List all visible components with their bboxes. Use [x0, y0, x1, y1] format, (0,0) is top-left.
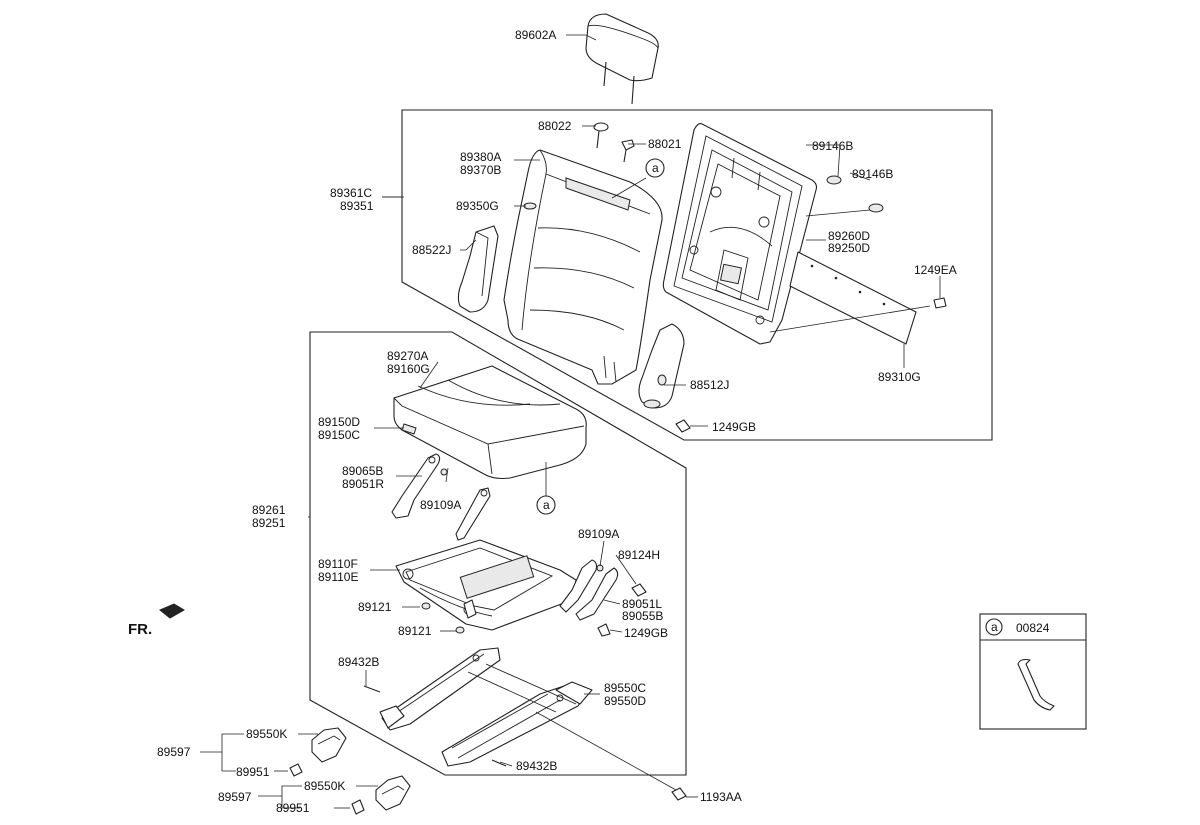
headrest-part — [585, 13, 659, 105]
label-link-right-2: 89055B — [622, 609, 663, 623]
label-track-bolt: 1193AA — [700, 790, 742, 804]
label-back-pad: 89350G — [456, 199, 499, 213]
label-leg-1: 89550K — [246, 727, 287, 741]
label-track-1: 89550C — [604, 681, 646, 695]
label-back-frame-1: 89260D — [828, 229, 870, 243]
label-guide-1: 88022 — [538, 119, 572, 133]
label-cushion-pad-2: 89150C — [318, 428, 360, 442]
label-back-frame-outer-2: 89351 — [340, 199, 374, 213]
label-rivet-2: 89432B — [516, 759, 557, 773]
label-cushion-frame-2: 89110E — [318, 570, 358, 584]
label-cushion-cover-1: 89270A — [387, 349, 428, 363]
ref-circle-label-3: a — [991, 620, 998, 634]
label-leg-2: 89550K — [304, 779, 345, 793]
label-bushing: 89124H — [618, 548, 660, 562]
label-back-frame-outer-1: 89361C — [330, 186, 372, 200]
leader-lines — [200, 34, 941, 809]
label-cushion-assy-2: 89251 — [252, 516, 286, 530]
leg-parts — [289, 727, 411, 815]
label-frame-bolt: 1249GB — [624, 626, 668, 640]
label-back-side-cover-left: 88522J — [412, 243, 451, 257]
label-cushion-cover-2: 89160G — [387, 362, 430, 376]
seatback-frame-part — [662, 123, 818, 345]
seatback-group-frame — [401, 109, 993, 441]
link-right-part — [559, 559, 619, 621]
label-headrest: 89602A — [515, 28, 556, 42]
label-cap-2: 89951 — [276, 801, 310, 815]
ref-circles — [536, 158, 1003, 636]
label-back-cover-2: 89370B — [460, 163, 501, 177]
label-inset-part: 00824 — [1016, 621, 1050, 635]
back-wire-parts — [826, 175, 884, 213]
ref-circle-label-2: a — [543, 498, 550, 512]
label-washer-1: 89121 — [358, 600, 392, 614]
inset-frame — [979, 613, 1087, 730]
label-back-bolt: 1249EA — [914, 263, 957, 277]
label-cushion-pad-1: 89150D — [318, 415, 360, 429]
cushion-frame-part — [395, 539, 577, 631]
small-fastener-parts — [421, 583, 647, 637]
side-cover-right-part — [638, 323, 685, 409]
label-cushion-frame-1: 89110F — [318, 557, 358, 571]
label-back-wire-2: 89146B — [852, 167, 893, 181]
label-pin-left: 89109A — [420, 498, 461, 512]
back-cover-bolt-part — [675, 419, 691, 433]
label-pin-right: 89109A — [578, 527, 619, 541]
label-back-frame-2: 89250D — [828, 241, 870, 255]
side-cover-left-part — [457, 225, 499, 313]
label-leg-group-1: 89597 — [157, 745, 191, 759]
seatback-cushion-part — [503, 149, 663, 385]
inset-clip-part — [1017, 658, 1055, 711]
label-front-marker: FR. — [128, 621, 152, 638]
label-washer-2: 89121 — [398, 624, 432, 638]
callout-labels: 89602A 88022 88021 89380A 89370B 89361C … — [128, 28, 1050, 815]
back-bolt-part — [933, 297, 947, 309]
label-guide-2: 88021 — [648, 137, 682, 151]
front-direction-arrow — [159, 603, 185, 619]
guide-parts — [593, 122, 635, 163]
track-parts — [363, 647, 593, 767]
label-back-wire-1: 89146B — [812, 139, 853, 153]
label-cap-1: 89951 — [236, 765, 270, 779]
seat-cushion-part — [393, 365, 587, 480]
label-cushion-assy-1: 89261 — [252, 503, 286, 517]
label-back-cover-1: 89380A — [460, 150, 501, 164]
back-board-part — [789, 251, 917, 345]
label-back-board: 89310G — [878, 370, 921, 384]
label-leg-group-2: 89597 — [218, 790, 252, 804]
label-link-left-1: 89065B — [342, 464, 383, 478]
label-track-2: 89550D — [604, 694, 646, 708]
ref-circle-label-1: a — [652, 161, 659, 175]
cushion-group-frame — [309, 331, 687, 776]
label-back-cover-bolt: 1249GB — [712, 420, 756, 434]
label-link-right-1: 89051L — [622, 597, 662, 611]
track-bolt-part — [671, 787, 687, 801]
link-left-part — [391, 453, 491, 541]
label-back-side-cover-right: 88512J — [690, 378, 729, 392]
label-rivet-1: 89432B — [338, 655, 379, 669]
label-link-left-2: 89051R — [342, 477, 384, 491]
